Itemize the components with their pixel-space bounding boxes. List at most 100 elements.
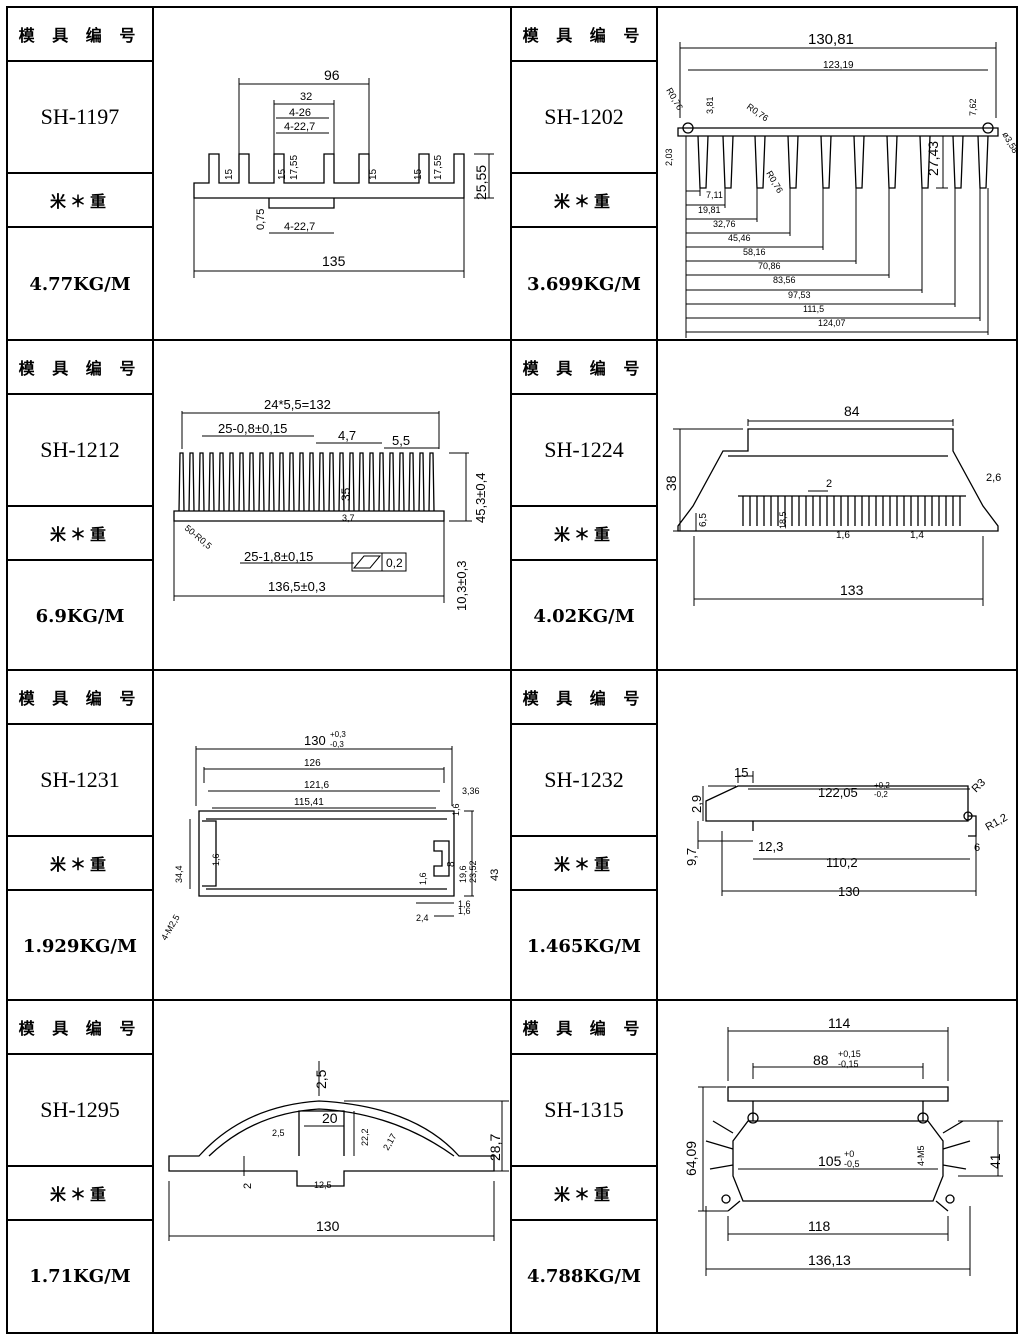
dim-label: 19,6 [458,865,468,883]
dim-label: 17,55 [433,155,444,180]
weight-label: 米＊重 [49,855,110,874]
mold-no-label: 模 具 编 号 [18,359,142,378]
dim-label: 24*5,5=132 [264,397,331,412]
dim-label: 22,2 [360,1128,370,1146]
dim-label: 25,55 [473,165,489,200]
dim-label: 4-22,7 [284,221,315,233]
dim-label: 2 [826,478,832,490]
dim-label: 32,76 [713,219,736,229]
mold-no-label: 模 具 编 号 [522,26,646,45]
dim-label: 96 [324,67,340,83]
dim-label: R1,2 [984,812,1010,834]
weight-label: 米＊重 [553,1185,614,1204]
dim-label: 6,5 [698,513,709,527]
dim-label: 105 [818,1153,842,1169]
weight-header: 米＊重 [512,1167,656,1221]
drawing-sh-1224: 84 38 2,6 2 6,5 1,6 1,4 133 18,5 [658,341,1016,669]
dim-label: 110,2 [826,855,858,870]
dim-label: 35 [339,487,353,501]
dim-label: 88 [813,1052,829,1068]
table-row: 模 具 编 号 SH-1231 米＊重 1.929KG/M 130 +0,3 -… [8,671,1016,1001]
dim-label: 4-M5 [916,1145,926,1166]
drawing-sh-1231: 130 +0,3 -0,3 126 121,6 115,41 3,36 1,6 … [154,671,512,999]
dim-label: R0,76 [764,169,785,195]
profile-drawing: 114 88 +0,15 -0,15 64,09 105 +0 -0,5 4-M… [683,1015,1003,1276]
weight-header: 米＊重 [8,1167,152,1221]
dim-label: 15 [224,168,235,180]
drawing-sh-1202: 130,81 123,19 R0,76 3,81 R0,76 7,62 2,03… [658,8,1020,339]
dim-label: R0,76 [664,86,685,112]
weight-header: 米＊重 [8,174,152,228]
weight-cell: 1.71KG/M [8,1221,152,1332]
dim-label: 70,86 [758,261,781,271]
mold-no-label: 模 具 编 号 [522,689,646,708]
dim-label: -0,2 [874,790,888,799]
dim-label: 6 [974,842,980,854]
mold-no-label: 模 具 编 号 [18,689,142,708]
drawing-sh-1197: 96 32 4-26 4-22,7 15 15 17,55 15 17,55 2… [154,8,512,339]
dim-label: 1,6 [418,872,428,885]
label-column: 模 具 编 号 SH-1315 米＊重 4.788KG/M [512,1001,658,1332]
dim-label: 3,7 [342,513,355,523]
dim-label: 5,5 [392,433,410,448]
dim-label: -0,15 [838,1059,859,1069]
profile-drawing: 130 +0,3 -0,3 126 121,6 115,41 3,36 1,6 … [159,730,501,942]
dim-label: 130,81 [808,31,854,48]
dim-label: R0,76 [745,101,770,123]
model-number: SH-1231 [40,767,120,792]
dim-label: 43 [489,869,501,881]
dim-label: 1,6 [451,803,461,816]
dim-label: 1,6 [458,906,471,916]
dim-label: 45,46 [728,233,751,243]
weight-label: 米＊重 [553,855,614,874]
dim-label: 58,16 [743,247,766,257]
model-cell: SH-1212 [8,395,152,507]
dim-label: 1,6 [211,853,221,866]
model-number: SH-1224 [544,437,624,462]
dim-label: 124,07 [818,318,846,328]
dim-label: 2,5 [272,1128,285,1138]
model-cell: SH-1224 [512,395,656,507]
dim-label: 2,5 [313,1069,329,1089]
dim-label: +0,3 [330,730,346,739]
dim-label: 126 [304,758,321,769]
dim-label: 2,6 [986,472,1001,484]
label-column: 模 具 编 号 SH-1202 米＊重 3.699KG/M [512,8,658,339]
dim-label: 2,4 [416,913,429,923]
dim-label: 130 [316,1218,340,1234]
dim-label: 84 [844,403,860,419]
model-cell: SH-1231 [8,725,152,837]
mold-no-header: 模 具 编 号 [8,341,152,395]
dim-label: 15 [413,168,424,180]
dim-label: 7,62 [968,98,978,116]
mold-no-header: 模 具 编 号 [512,671,656,725]
weight-cell: 4.788KG/M [512,1221,656,1332]
label-column: 模 具 编 号 SH-1231 米＊重 1.929KG/M [8,671,154,999]
dim-label: 41 [987,1153,1003,1169]
dim-label: 12,3 [758,839,783,854]
dim-label: 12,5 [314,1180,332,1190]
profile-drawing: 130,81 123,19 R0,76 3,81 R0,76 7,62 2,03… [664,31,1020,338]
profile-drawing: 84 38 2,6 2 6,5 1,6 1,4 133 18,5 [663,403,1001,606]
weight-header: 米＊重 [512,837,656,891]
dim-label: 4-M2,5 [159,913,182,942]
model-number: SH-1295 [40,1097,120,1122]
weight-value: 4.77KG/M [29,274,131,295]
dim-label: 8 [446,861,457,867]
profile-drawing: 2,5 20 2,5 22,2 2,17 28,7 2 12,5 130 [168,1061,509,1241]
model-cell: SH-1295 [8,1055,152,1167]
model-cell: SH-1232 [512,725,656,837]
dim-label: 3,36 [462,786,480,796]
dim-label: 10,3±0,3 [454,560,469,611]
dim-label: 136,13 [808,1252,851,1268]
dim-label: 121,6 [304,780,329,791]
weight-value: 4.02KG/M [533,605,635,627]
dim-label: -0,3 [330,740,344,749]
table-row: 模 具 编 号 SH-1295 米＊重 1.71KG/M 2,5 20 2,5 … [8,1001,1016,1332]
weight-cell: 1.465KG/M [512,891,656,1001]
model-number: SH-1232 [544,767,624,792]
model-cell: SH-1197 [8,62,152,174]
mold-no-header: 模 具 编 号 [8,671,152,725]
dim-label: 97,53 [788,290,811,300]
dim-label: 122,05 [818,785,858,800]
